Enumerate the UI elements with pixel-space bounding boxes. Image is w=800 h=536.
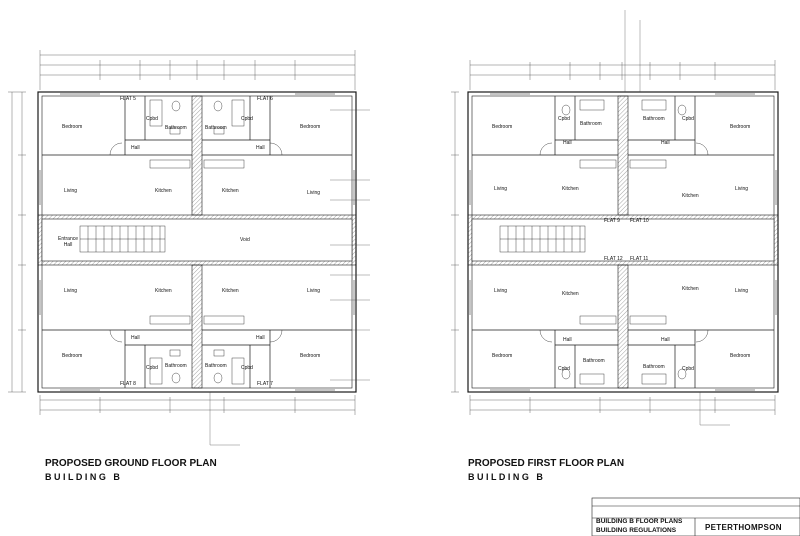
ground-stair	[79, 225, 166, 253]
ground-plan-subtitle: B U I L D I N G B	[45, 472, 120, 482]
room-label: Living	[735, 186, 749, 192]
room-label: Bedroom	[300, 353, 321, 359]
first-flat-label: FLAT 9	[604, 218, 620, 224]
first-flat-label: FLAT 10	[630, 218, 649, 224]
ground-windows	[39, 93, 355, 391]
room-label: Bathroom	[205, 125, 227, 131]
room-label: Kitchen	[562, 186, 579, 192]
ground-fittings	[109, 99, 283, 385]
room-label: Hall	[131, 335, 140, 341]
room-label: Bathroom	[165, 125, 187, 131]
first-flat-label: FLAT 11	[630, 256, 649, 262]
room-label: Bedroom	[300, 124, 321, 130]
first-leaders	[624, 10, 730, 426]
ground-party-wall-bottom	[191, 264, 203, 389]
ground-plan-title: PROPOSED GROUND FLOOR PLAN	[45, 458, 217, 469]
room-label: Bathroom	[205, 363, 227, 369]
room-label: Kitchen	[682, 286, 699, 292]
ground-top-dimensions	[39, 50, 356, 90]
room-label: Bedroom	[62, 353, 83, 359]
first-party-wall-top	[617, 95, 629, 216]
ground-flat-label: FLAT 5	[120, 96, 136, 102]
room-label-entrance-hall: Entrance Hall	[58, 236, 79, 248]
room-label: Cpbd	[241, 365, 253, 371]
ground-leaders	[209, 109, 370, 446]
room-label: Hall	[661, 337, 670, 343]
room-label: Living	[64, 288, 78, 294]
room-label: Bathroom	[583, 358, 605, 364]
room-label: Hall	[661, 140, 670, 146]
room-label: Hall	[256, 145, 265, 151]
room-label: Kitchen	[562, 291, 579, 297]
ground-flat-label: FLAT 7	[257, 381, 273, 387]
first-stair	[499, 225, 586, 253]
first-floor-plan	[451, 10, 779, 426]
first-fittings	[539, 99, 709, 385]
room-label: Living	[307, 288, 321, 294]
room-label: Hall	[563, 140, 572, 146]
room-label: Hall	[563, 337, 572, 343]
room-label-void: Void	[240, 237, 250, 243]
room-label: Kitchen	[222, 288, 239, 294]
room-label: Cpbd	[682, 116, 694, 122]
room-label: Cpbd	[682, 366, 694, 372]
room-label: Kitchen	[222, 188, 239, 194]
first-left-dimensions	[451, 91, 459, 393]
first-bottom-dimensions	[469, 395, 776, 415]
ground-left-dimensions	[8, 91, 26, 393]
room-label: Bedroom	[62, 124, 83, 130]
room-label: Living	[494, 288, 508, 294]
room-label: Kitchen	[155, 188, 172, 194]
room-label: Living	[735, 288, 749, 294]
room-label: Cpbd	[146, 116, 158, 122]
drawing-title-line-1: BUILDING B FLOOR PLANS	[596, 518, 683, 525]
first-windows	[469, 93, 777, 391]
room-label: Bathroom	[580, 121, 602, 127]
room-label: Bathroom	[643, 364, 665, 370]
room-label: Bedroom	[492, 353, 513, 359]
first-party-wall-bottom	[617, 264, 629, 389]
ground-bottom-dimensions	[39, 395, 356, 415]
company-name: PETERTHOMPSON	[705, 523, 782, 532]
ground-flat-label: FLAT 6	[257, 96, 273, 102]
room-label: Bathroom	[165, 363, 187, 369]
first-plan-title: PROPOSED FIRST FLOOR PLAN	[468, 458, 625, 469]
room-label: Kitchen	[682, 193, 699, 199]
room-label: Living	[307, 190, 321, 196]
first-flat-label: FLAT 12	[604, 256, 623, 262]
room-label: Hall	[256, 335, 265, 341]
room-label: Bedroom	[730, 124, 751, 130]
room-label: Hall	[131, 145, 140, 151]
title-block-frame	[591, 497, 800, 536]
room-label: Bathroom	[643, 116, 665, 122]
ground-flat-label: FLAT 8	[120, 381, 136, 387]
room-label: Living	[494, 186, 508, 192]
ground-party-wall-top	[191, 95, 203, 216]
drawing-title-line-2: BUILDING REGULATIONS	[596, 527, 677, 534]
first-top-dimensions	[469, 60, 776, 90]
room-label: Kitchen	[155, 288, 172, 294]
ground-floor-plan	[8, 50, 370, 446]
room-label: Cpbd	[146, 365, 158, 371]
room-label: Cpbd	[241, 116, 253, 122]
room-label: Bedroom	[492, 124, 513, 130]
room-label: Living	[64, 188, 78, 194]
room-label: Cpbd	[558, 116, 570, 122]
room-label: Bedroom	[730, 353, 751, 359]
room-label: Cpbd	[558, 366, 570, 372]
first-plan-subtitle: B U I L D I N G B	[468, 472, 543, 482]
